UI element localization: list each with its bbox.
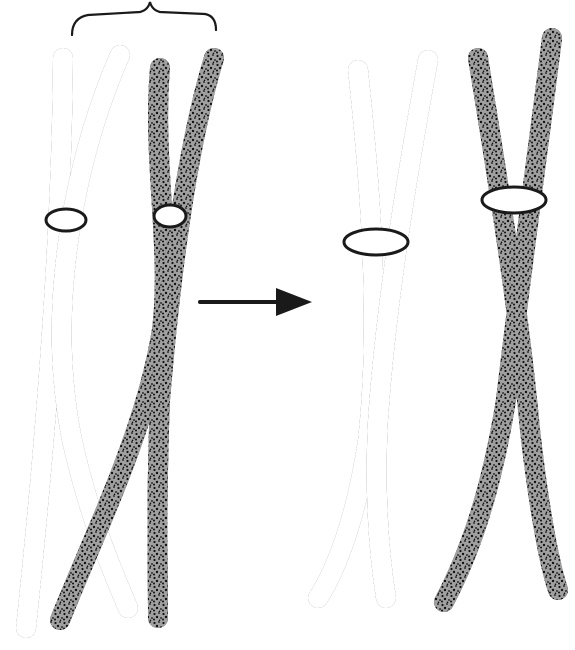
centromere-light-left: [46, 209, 86, 231]
curly-brace-icon: [72, 2, 216, 35]
left-tetrad: [26, 2, 216, 628]
centromere-dark-left: [154, 205, 186, 227]
right-arrow-icon: [200, 288, 312, 316]
centromere-light-right: [344, 229, 408, 255]
centromere-dark-right: [482, 187, 546, 213]
light-homolog: [318, 60, 428, 598]
right-homologs: [318, 38, 558, 602]
dark-homolog: [444, 38, 558, 602]
